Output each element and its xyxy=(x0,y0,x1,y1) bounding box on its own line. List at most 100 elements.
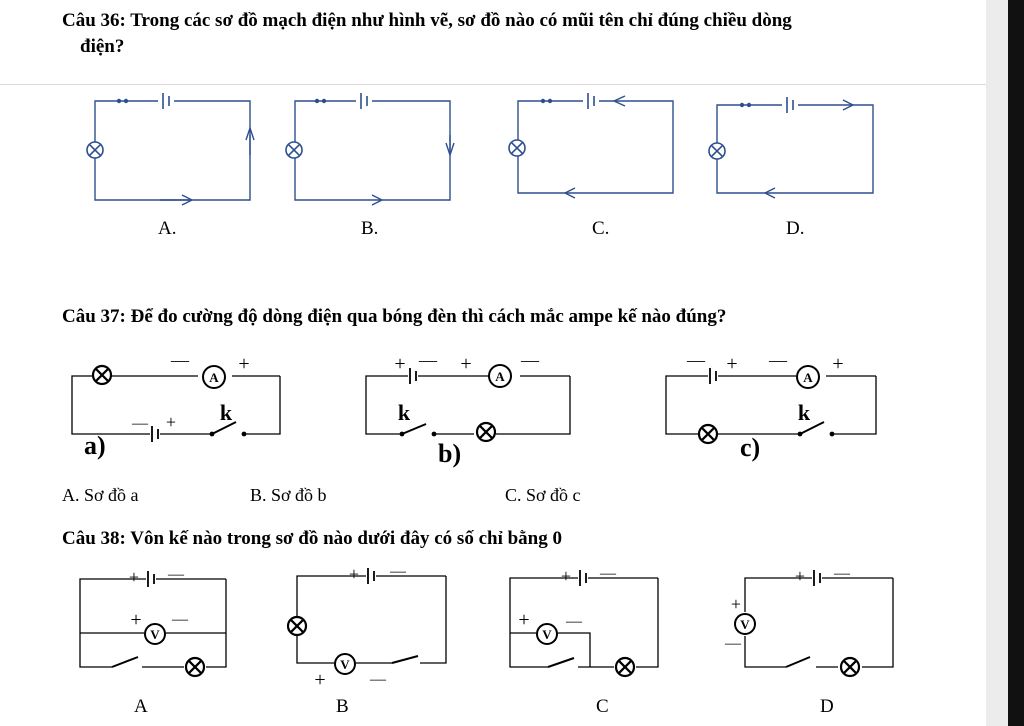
plus-sign: + xyxy=(518,609,529,631)
voltmeter-letter: V xyxy=(740,617,750,632)
voltmeter-letter: V xyxy=(340,657,350,672)
question-36-text-line1: Câu 36: Trong các sơ đồ mạch điện như hì… xyxy=(62,10,792,31)
q36-label-c: C. xyxy=(592,218,610,239)
q36d-battery-icon xyxy=(786,96,794,114)
q37b-lamp-icon xyxy=(475,421,497,443)
minus-sign: — xyxy=(724,635,742,652)
q38-circuit-a xyxy=(79,578,227,668)
q36-label-d: D. xyxy=(786,218,805,239)
q37-diagram-label-c: c) xyxy=(740,433,761,462)
q38-label-c: C xyxy=(596,696,609,717)
circuit-diagrams: A — + — + k + — + A — k — + — A + xyxy=(71,92,894,691)
q37-diagram-label-a: a) xyxy=(84,431,106,460)
q37-option-a: A. Sơ đồ a xyxy=(62,485,139,505)
q36-circuit-b xyxy=(294,100,455,206)
plus-sign: + xyxy=(832,353,843,375)
q37-option-b: B. Sơ đồ b xyxy=(250,485,327,505)
ammeter-letter: A xyxy=(209,370,219,385)
q37-option-c: C. Sơ đồ c xyxy=(505,485,581,505)
plus-sign: + xyxy=(129,567,139,587)
q37c-ammeter-icon: A xyxy=(796,365,820,389)
ammeter-letter: A xyxy=(495,369,505,384)
q37-circuit-b xyxy=(365,375,571,435)
question-37-text: Câu 37: Để đo cường độ dòng điện qua bón… xyxy=(62,306,727,327)
q36-label-a: A. xyxy=(158,218,177,239)
minus-sign: — xyxy=(768,350,788,370)
minus-sign: — xyxy=(833,565,851,582)
plus-sign: + xyxy=(731,594,741,614)
plus-sign: + xyxy=(394,353,405,375)
q38c-voltmeter-icon: V xyxy=(536,623,558,645)
plus-sign: + xyxy=(130,609,141,631)
q37b-battery-icon xyxy=(409,367,417,385)
document-page xyxy=(0,0,986,726)
q36a-lamp-icon xyxy=(86,141,104,159)
q38a-voltmeter-icon: V xyxy=(144,623,166,645)
q38b-voltmeter-icon: V xyxy=(334,653,356,675)
q36-label-b: B. xyxy=(361,218,379,239)
minus-sign: — xyxy=(170,350,190,370)
q36c-lamp-icon xyxy=(508,139,526,157)
question-36-header xyxy=(0,0,986,85)
minus-sign: — xyxy=(167,566,185,583)
question-36-text-line2: điện? xyxy=(80,36,125,57)
switch-label-k: k xyxy=(220,400,233,425)
q37-diagram-label-b: b) xyxy=(438,439,462,468)
minus-sign: — xyxy=(171,611,189,628)
q37-circuit-c xyxy=(665,375,877,435)
q36a-battery-icon xyxy=(162,92,170,110)
q36c-battery-icon xyxy=(587,92,595,110)
q37b-ammeter-icon: A xyxy=(488,364,512,388)
q38d-lamp-icon xyxy=(839,656,861,678)
q37c-lamp-icon xyxy=(697,423,719,445)
minus-sign: — xyxy=(686,350,706,370)
q37a-lamp-icon xyxy=(91,364,113,386)
question-38-text: Câu 38: Vôn kế nào trong sơ đồ nào dưới … xyxy=(62,528,562,549)
voltmeter-letter: V xyxy=(542,627,552,642)
q37-circuit-a xyxy=(71,375,281,435)
plus-sign: + xyxy=(314,669,325,691)
q36d-lamp-icon xyxy=(708,142,726,160)
minus-sign: — xyxy=(418,350,438,370)
q36b-lamp-icon xyxy=(285,141,303,159)
plus-sign: + xyxy=(561,566,571,586)
q38a-battery-icon xyxy=(147,570,155,588)
q38-label-b: B xyxy=(336,696,349,717)
switch-label-k: k xyxy=(798,400,811,425)
voltmeter-letter: V xyxy=(150,627,160,642)
q38c-lamp-icon xyxy=(614,656,636,678)
minus-sign: — xyxy=(565,613,583,630)
q38d-voltmeter-icon: V xyxy=(734,613,756,635)
plus-sign: + xyxy=(795,566,805,586)
q38a-lamp-icon xyxy=(184,656,206,678)
plus-sign: + xyxy=(726,353,737,375)
q38-circuit-d xyxy=(744,577,894,668)
q38-label-d: D xyxy=(820,696,834,717)
minus-sign: — xyxy=(599,565,617,582)
q36-circuit-d xyxy=(716,99,874,199)
plus-sign: + xyxy=(460,353,471,375)
minus-sign: — xyxy=(131,415,149,432)
q37a-ammeter-icon: A xyxy=(202,365,226,389)
minus-sign: — xyxy=(520,350,540,370)
switch-label-k: k xyxy=(398,400,411,425)
plus-sign: + xyxy=(349,564,359,584)
q38b-battery-icon xyxy=(367,567,375,585)
q38c-battery-icon xyxy=(579,569,587,587)
plus-sign: + xyxy=(238,353,249,375)
q38b-lamp-icon xyxy=(286,615,308,637)
q38d-battery-icon xyxy=(813,569,821,587)
q37c-battery-icon xyxy=(709,367,717,385)
q38-label-a: A xyxy=(134,696,148,717)
plus-sign: + xyxy=(166,412,176,432)
ammeter-letter: A xyxy=(803,370,813,385)
q38-circuit-b xyxy=(296,575,447,664)
q36b-battery-icon xyxy=(360,92,368,110)
minus-sign: — xyxy=(369,671,387,688)
scrollbar-track[interactable] xyxy=(986,0,1008,726)
q38-circuit-c xyxy=(509,577,659,668)
minus-sign: — xyxy=(389,563,407,580)
q36-circuit-c xyxy=(517,95,674,199)
q37a-battery-icon xyxy=(151,425,159,443)
q36-circuit-a xyxy=(94,100,255,206)
